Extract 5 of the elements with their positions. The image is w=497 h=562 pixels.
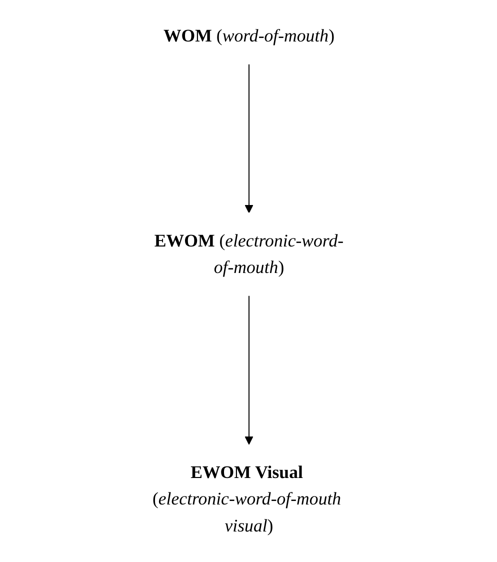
arrow [244,64,253,214]
arrow [244,295,253,445]
node-text: EWOM Visual (electronic-word-of-mouth visual) [152,462,341,536]
node-text: WOM (word-of-mouth) [162,26,334,46]
node-text: EWOM (electronic-word-of-mouth) [154,230,344,278]
